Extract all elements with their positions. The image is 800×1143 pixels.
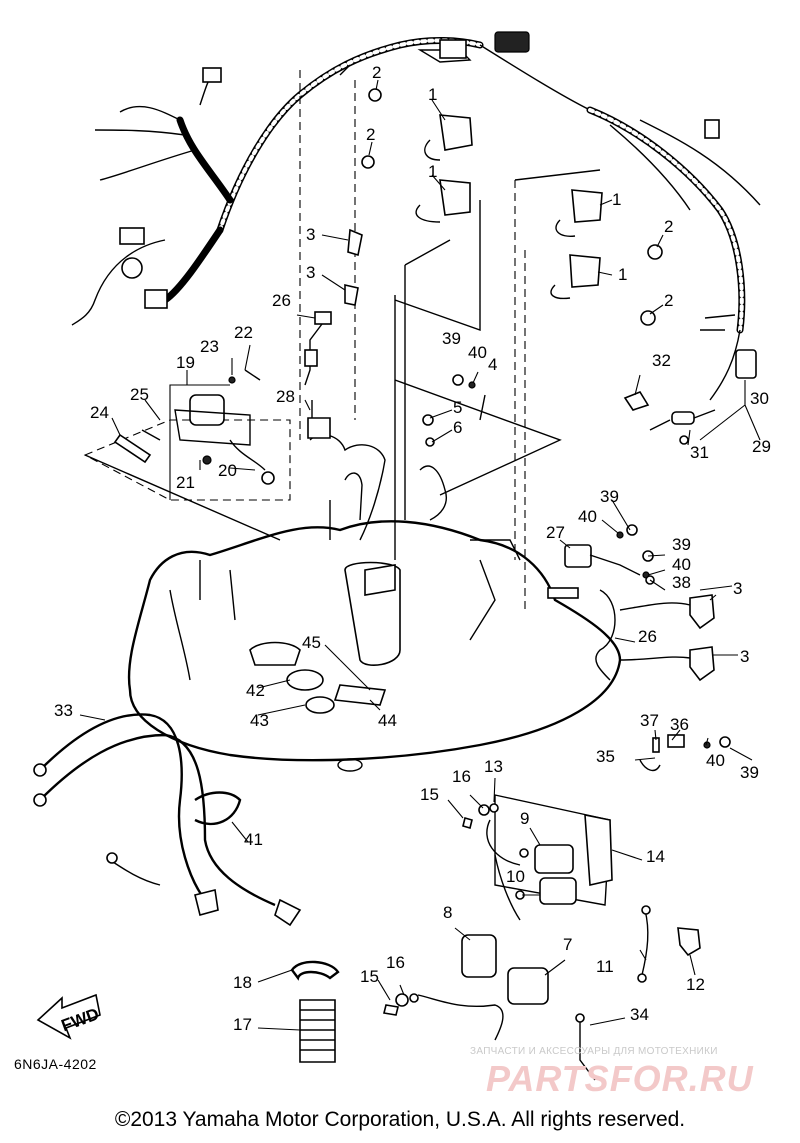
- callout-26: 26: [272, 291, 291, 310]
- callout-39: 39: [442, 329, 461, 348]
- callout-40: 40: [578, 507, 597, 526]
- callout-3: 3: [740, 647, 749, 666]
- callout-29: 29: [752, 437, 771, 456]
- callout-37: 37: [640, 711, 659, 730]
- callout-2: 2: [366, 125, 375, 144]
- wire-lead: [304, 311, 616, 681]
- callout-24: 24: [90, 403, 109, 422]
- callout-44: 44: [378, 711, 397, 730]
- callout-4: 4: [488, 355, 497, 374]
- callout-38: 38: [672, 573, 691, 592]
- callout-17: 17: [233, 1015, 252, 1034]
- callout-39: 39: [672, 535, 691, 554]
- callout-1: 1: [618, 265, 627, 284]
- callout-16: 16: [452, 767, 471, 786]
- callout-23: 23: [200, 337, 219, 356]
- watermark-logo: PARTSFOR.RU: [486, 1058, 754, 1099]
- callout-3: 3: [306, 263, 315, 282]
- callout-11: 11: [596, 957, 614, 976]
- callout-5: 5: [453, 398, 462, 417]
- callout-16: 16: [386, 953, 405, 972]
- callout-13: 13: [484, 757, 503, 776]
- callout-1: 1: [428, 85, 437, 104]
- callout-35: 35: [596, 747, 615, 766]
- callout-7: 7: [563, 935, 572, 954]
- starter-relay-assembly: [383, 794, 701, 1081]
- callout-27: 27: [546, 523, 565, 542]
- callout-39: 39: [740, 763, 759, 782]
- callout-3: 3: [306, 225, 315, 244]
- callout-9: 9: [520, 809, 529, 828]
- callout-33: 33: [54, 701, 73, 720]
- callout-20: 20: [218, 461, 237, 480]
- callout-39: 39: [600, 487, 619, 506]
- callout-41: 41: [244, 830, 263, 849]
- document-code: 6N6JA-4202: [14, 1056, 97, 1072]
- ignition-coil: [415, 114, 603, 300]
- callout-25: 25: [130, 385, 149, 404]
- callout-3: 3: [733, 579, 742, 598]
- callout-numbers: 1 1 1 1 2 2 2 2 3 3 3 3 4 5 6 7 8 9 10 1…: [54, 63, 771, 1034]
- callout-31: 31: [690, 443, 709, 462]
- callout-8: 8: [443, 903, 452, 922]
- callout-26: 26: [638, 627, 657, 646]
- callout-18: 18: [233, 973, 252, 992]
- engine-block: [127, 434, 622, 772]
- callout-40: 40: [706, 751, 725, 770]
- relay-27: [564, 544, 655, 585]
- fasteners: [361, 88, 731, 749]
- callout-34: 34: [630, 1005, 649, 1024]
- callout-30: 30: [750, 389, 769, 408]
- callout-43: 43: [250, 711, 269, 730]
- callout-19: 19: [176, 353, 195, 372]
- watermark-subtitle: ЗАПЧАСТИ И АКСЕССУАРЫ ДЛЯ МОТОТЕХНИКИ: [470, 1046, 718, 1057]
- callout-32: 32: [652, 351, 671, 370]
- callout-6: 6: [453, 418, 462, 437]
- grommet-assembly: [249, 641, 387, 714]
- callout-42: 42: [246, 681, 265, 700]
- spark-plug-cap: [344, 228, 715, 682]
- callout-22: 22: [234, 323, 253, 342]
- callout-1: 1: [612, 190, 621, 209]
- callout-2: 2: [664, 291, 673, 310]
- callout-leaders: [79, 79, 761, 1031]
- callout-1: 1: [428, 162, 437, 181]
- callout-2: 2: [372, 63, 381, 82]
- callout-28: 28: [276, 387, 295, 406]
- fwd-arrow: FWD: [36, 993, 102, 1040]
- solenoid-assembly: [113, 369, 275, 485]
- main-wire-harness: [71, 31, 761, 401]
- cable-clip: [194, 791, 242, 826]
- callout-10: 10: [506, 867, 525, 886]
- callout-21: 21: [176, 473, 195, 492]
- clamp-and-boot: [290, 960, 340, 1063]
- callout-2: 2: [664, 217, 673, 236]
- misc-components: [623, 391, 716, 772]
- battery-cable: [33, 713, 302, 927]
- callout-40: 40: [672, 555, 691, 574]
- callout-45: 45: [302, 633, 321, 652]
- callout-15: 15: [420, 785, 439, 804]
- callout-14: 14: [646, 847, 665, 866]
- callout-12: 12: [686, 975, 705, 994]
- callout-15: 15: [360, 967, 379, 986]
- copyright-notice: ©2013 Yamaha Motor Corporation, U.S.A. A…: [114, 1108, 686, 1131]
- callout-36: 36: [670, 715, 689, 734]
- callout-40: 40: [468, 343, 487, 362]
